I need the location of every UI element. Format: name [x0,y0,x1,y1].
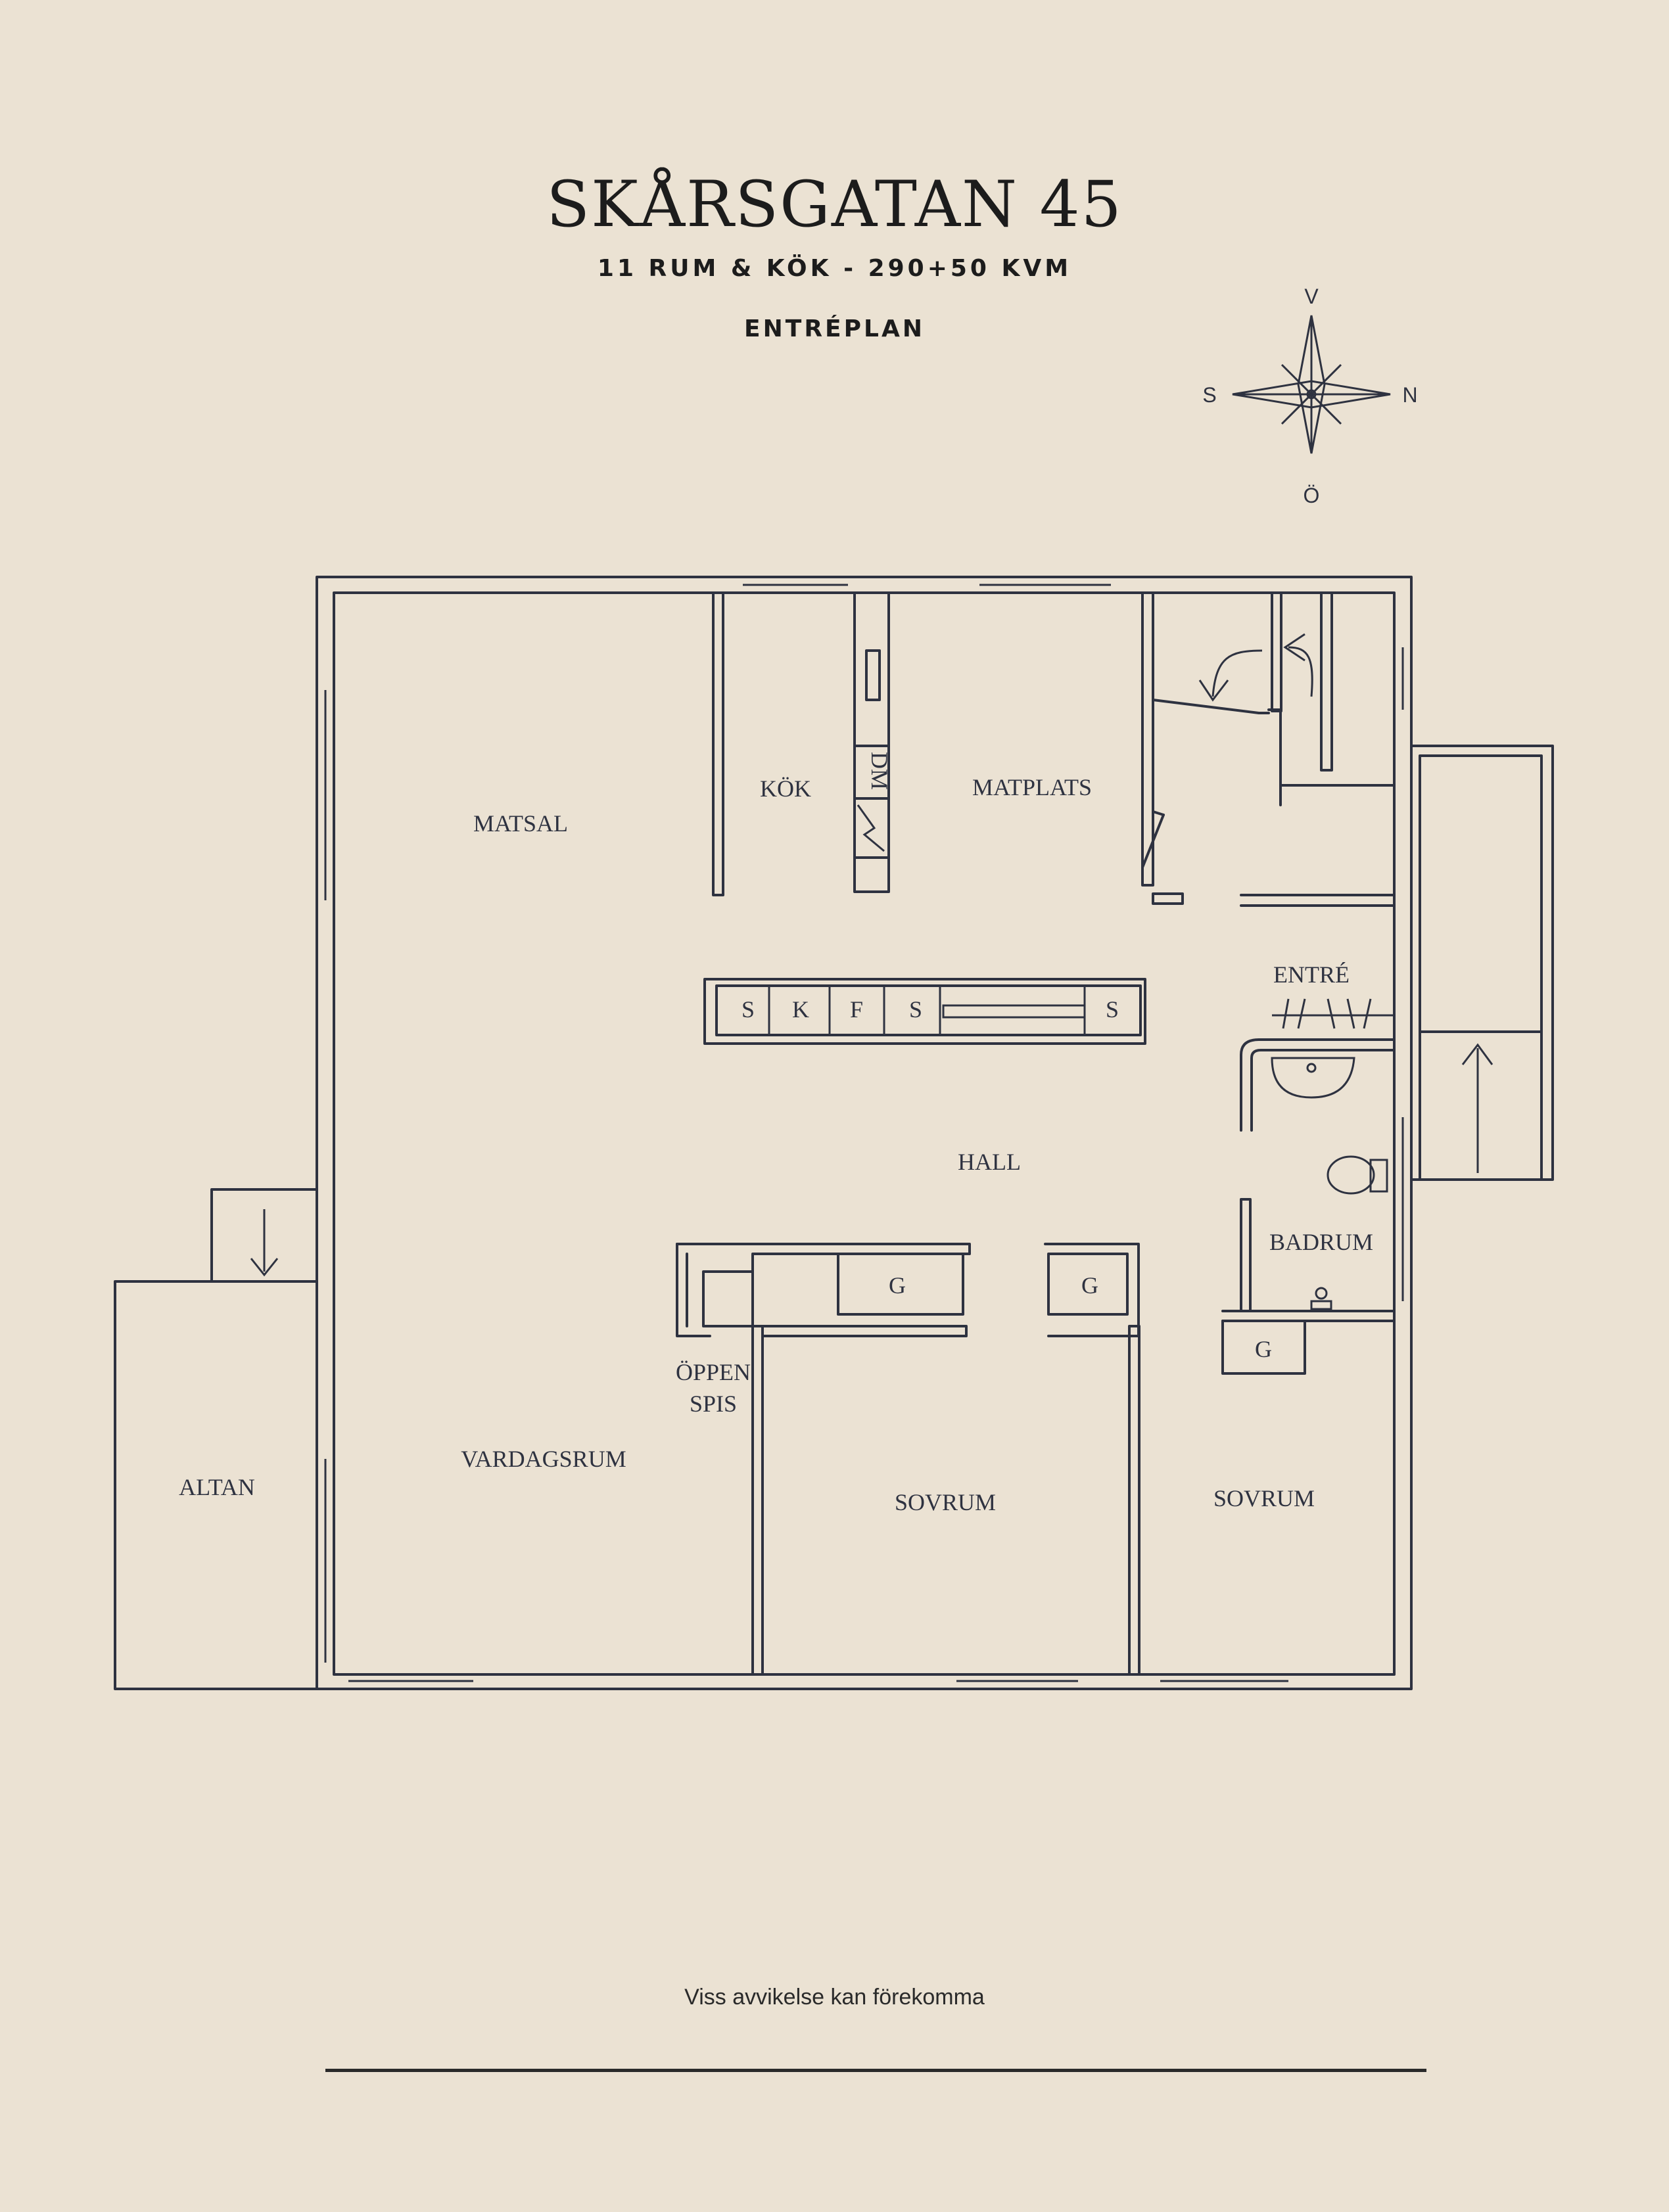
page-title: SKÅRSGATAN 45 [546,168,1123,241]
room-label-sovrum-1: SOVRUM [895,1489,996,1515]
room-label-entre: ENTRÉ [1273,961,1350,988]
compass-label-right: N [1402,383,1417,407]
kitchen-unit-label: K [792,996,809,1023]
room-label-vardagsrum: VARDAGSRUM [461,1446,626,1472]
room-label-altan: ALTAN [179,1474,255,1500]
room-label-sovrum-2: SOVRUM [1213,1485,1315,1511]
room-label-oppen: ÖPPEN [676,1359,751,1385]
kitchen-unit-label: S [1106,996,1119,1023]
room-label-matsal: MATSAL [473,810,568,837]
room-label-badrum: BADRUM [1269,1229,1373,1255]
compass-label-top: V [1304,285,1319,308]
compass-label-bottom: Ö [1304,484,1320,507]
kitchen-unit-label: S [741,996,755,1023]
page-subtitle: 11 RUM & KÖK - 290+50 KVM [597,255,1072,282]
wardrobe-label: G [889,1272,906,1299]
interior-walls [114,591,1554,1690]
kitchen-unit-label: F [850,996,863,1023]
footer-divider [325,2069,1426,2072]
wardrobe-label: G [1081,1272,1098,1299]
compass-rose: V S N Ö [1202,285,1417,507]
floor-level-label: ENTRÉPLAN [744,315,925,342]
dishwasher-label: DM [866,752,893,790]
room-label-hall: HALL [958,1149,1021,1175]
room-label-spis: SPIS [690,1391,737,1417]
fixture-labels: DM S K F S S G G G [741,752,1272,1362]
wardrobe-label: G [1255,1336,1272,1362]
room-labels: MATSAL KÖK MATPLATS ENTRÉ HALL BADRUM ÖP… [179,774,1373,1515]
compass-label-left: S [1202,383,1216,407]
kitchen-unit-label: S [909,996,922,1023]
disclaimer-text: Viss avvikelse kan förekomma [684,1985,985,2010]
room-label-kok: KÖK [760,775,811,802]
room-label-matplats: MATPLATS [972,774,1092,800]
outer-walls [316,576,1413,1690]
